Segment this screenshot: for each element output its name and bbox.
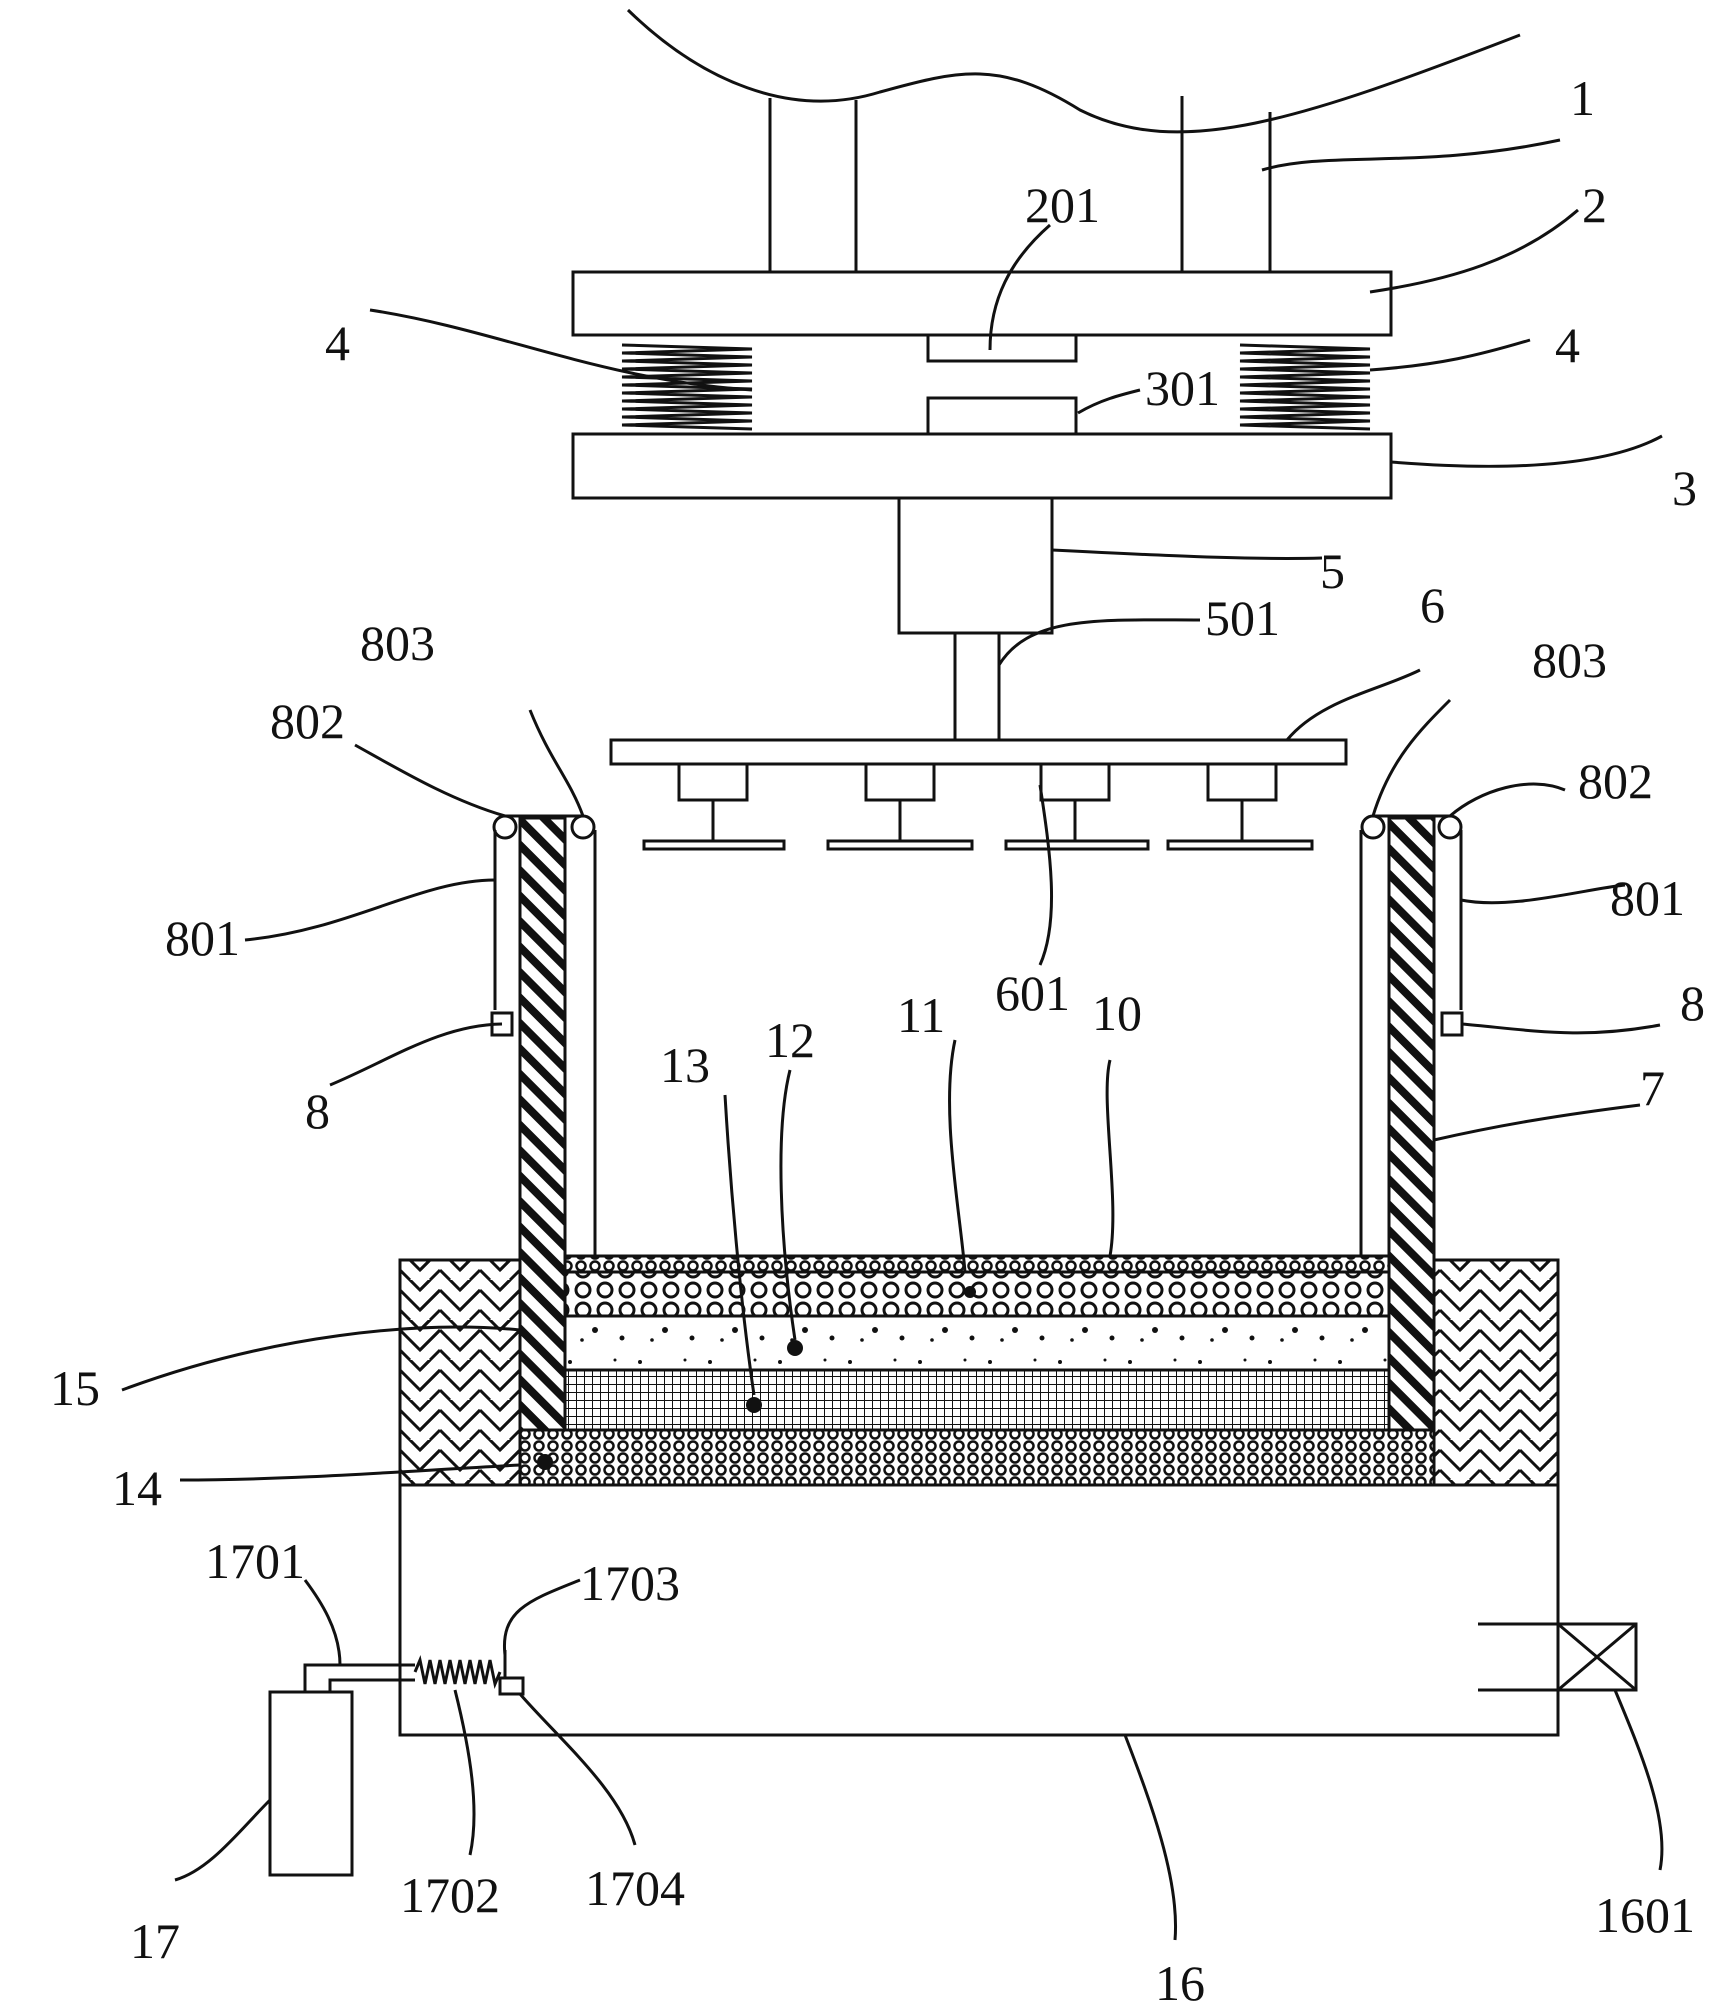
label-5: 5 [1320, 543, 1345, 599]
layer-10-top [563, 1254, 1391, 1274]
label-4-right: 4 [1555, 317, 1580, 373]
layer-11-circles [563, 1270, 1391, 1318]
label-1703: 1703 [580, 1555, 680, 1611]
label-10: 10 [1092, 985, 1142, 1041]
rope-assembly-right [1359, 814, 1464, 1255]
carrier-top-wave [626, 8, 1521, 134]
gas-pipe-return [328, 1678, 415, 1692]
particle [964, 1286, 976, 1298]
drain-valve [1478, 1622, 1638, 1692]
spring-right [1239, 343, 1371, 431]
particle [746, 1397, 762, 1413]
label-801-left: 801 [165, 910, 240, 966]
label-15: 15 [50, 1360, 100, 1416]
label-4-left: 4 [325, 315, 350, 371]
brush-heads [642, 762, 1314, 851]
label-802-right: 802 [1578, 753, 1653, 809]
particle [787, 1340, 803, 1356]
label-12: 12 [765, 1012, 815, 1068]
label-802-left: 802 [270, 693, 345, 749]
part-labels: 1 2 201 3 301 4 4 5 501 6 601 7 8 8 801 … [50, 70, 1705, 2005]
piston-rod [953, 631, 1001, 742]
label-11: 11 [897, 987, 945, 1043]
label-6: 6 [1420, 577, 1445, 633]
leader-lines [121, 138, 1664, 1941]
label-301: 301 [1145, 360, 1220, 416]
gas-cylinder [268, 1690, 354, 1877]
lower-plate [571, 432, 1393, 500]
label-803-left: 803 [360, 615, 435, 671]
label-801-right: 801 [1610, 870, 1685, 926]
cylinder [897, 496, 1054, 635]
layer-12-speckle [563, 1314, 1391, 1372]
label-3: 3 [1672, 460, 1697, 516]
brush-mount-bar [609, 738, 1348, 766]
label-2: 2 [1582, 177, 1607, 233]
water-tank [398, 1483, 1560, 1737]
spring-left [621, 343, 753, 431]
label-501: 501 [1205, 590, 1280, 646]
label-7: 7 [1640, 1060, 1665, 1116]
label-1: 1 [1570, 70, 1595, 126]
label-1701: 1701 [205, 1533, 305, 1589]
layer-14-base [518, 1428, 1436, 1487]
label-1702: 1702 [400, 1867, 500, 1923]
upper-contact-block [926, 333, 1078, 363]
label-16: 16 [1155, 1955, 1205, 2005]
gas-pipe-1701 [303, 1663, 415, 1692]
label-601: 601 [995, 965, 1070, 1021]
label-803-right: 803 [1532, 632, 1607, 688]
label-17: 17 [130, 1913, 180, 1969]
upper-plate [571, 270, 1393, 337]
label-13: 13 [660, 1037, 710, 1093]
side-wall-right [1387, 816, 1436, 1432]
label-201: 201 [1025, 177, 1100, 233]
side-wall-left [518, 816, 567, 1432]
label-8-right: 8 [1680, 975, 1705, 1031]
nozzle-head-1704 [498, 1676, 525, 1696]
layer-13-grid [563, 1368, 1391, 1432]
label-1704: 1704 [585, 1860, 685, 1916]
label-8-left: 8 [305, 1083, 330, 1139]
particle [537, 1454, 553, 1470]
lower-contact-block [926, 396, 1078, 436]
label-1601: 1601 [1595, 1887, 1695, 1943]
nozzle-spring-1702 [413, 1654, 502, 1690]
label-14: 14 [112, 1460, 162, 1516]
rope-assembly-left [490, 814, 597, 1255]
